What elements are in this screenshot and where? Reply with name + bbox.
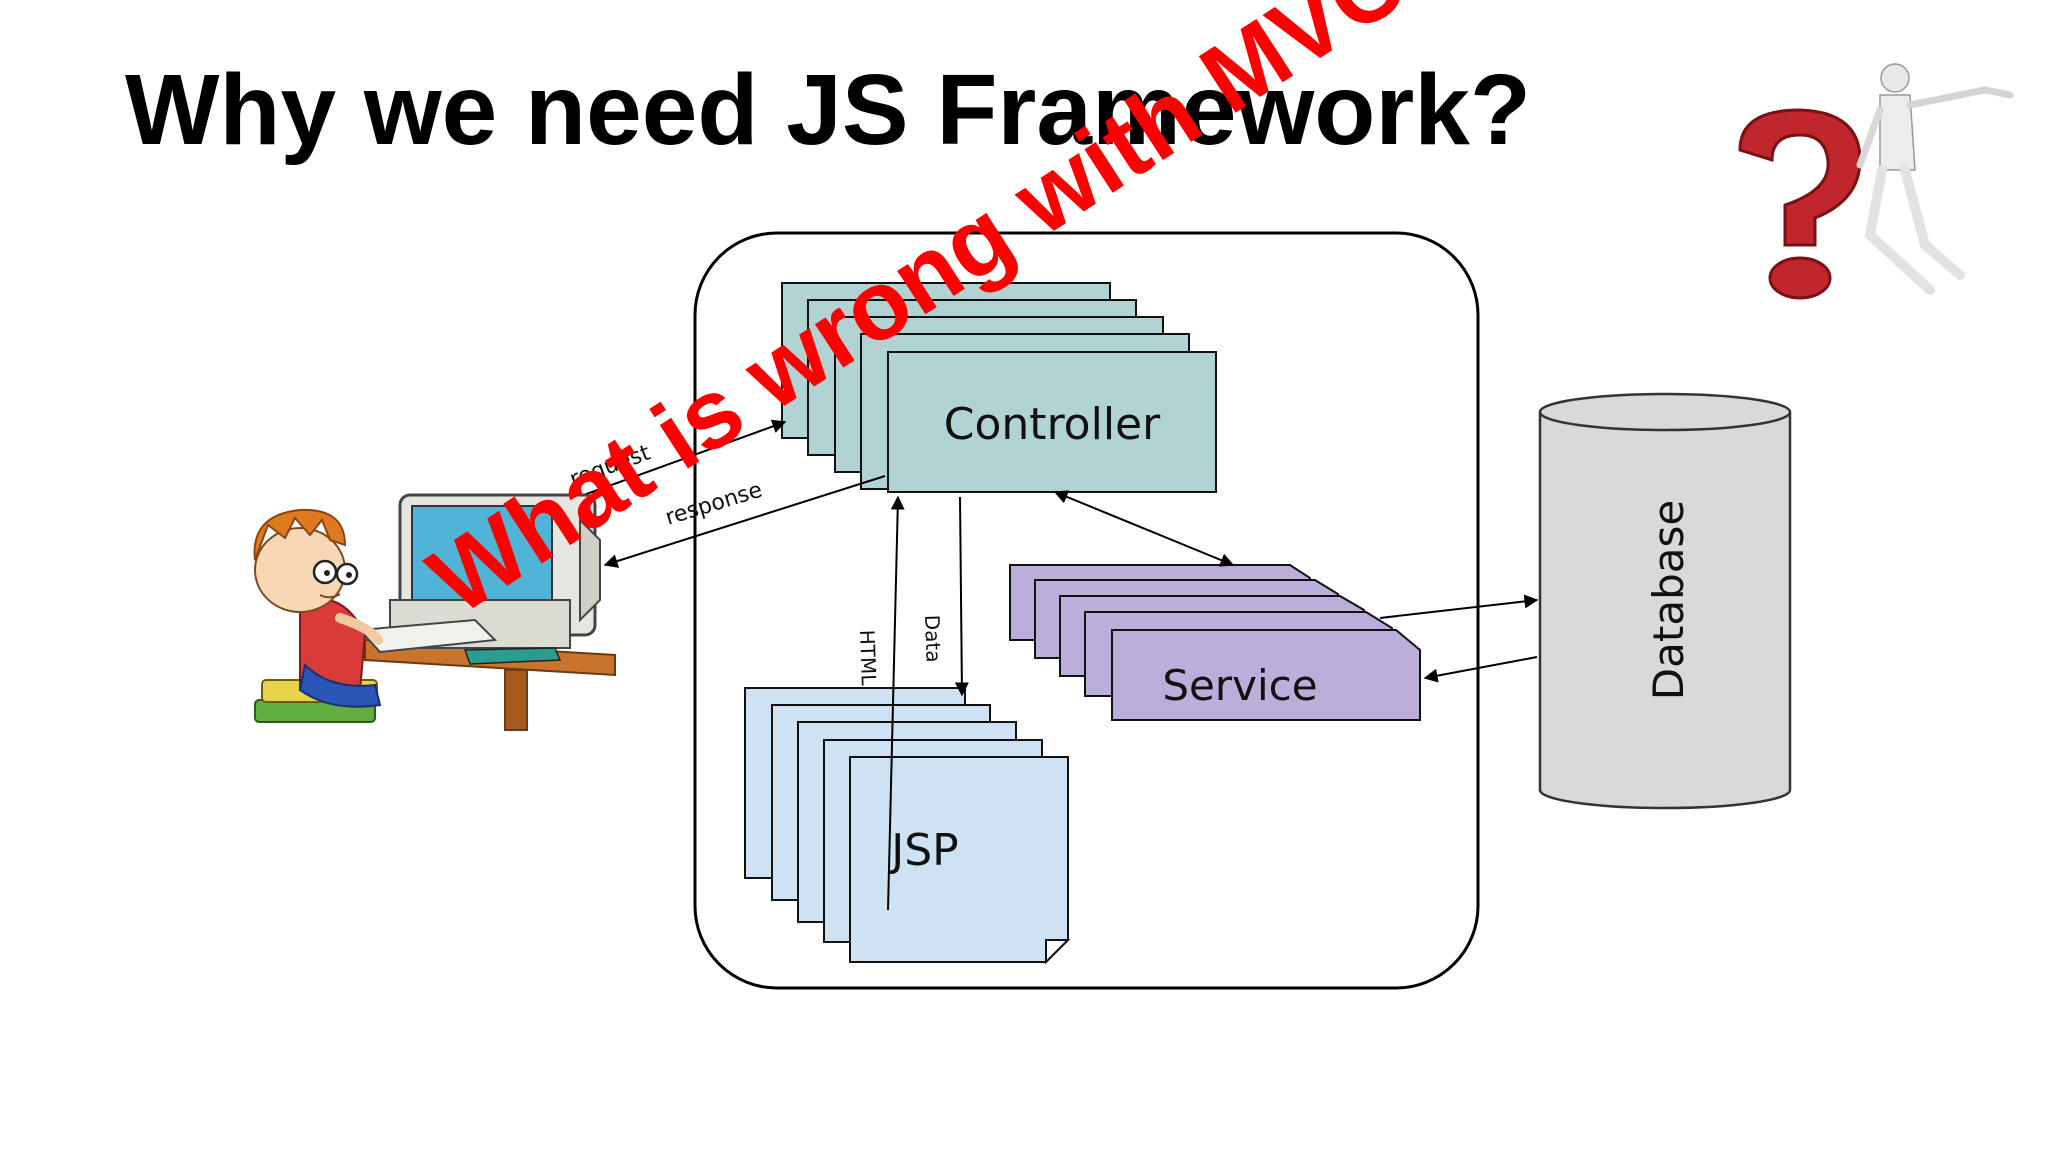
service-stack: Service bbox=[1009, 564, 1421, 721]
jsp-label: JSP bbox=[888, 825, 958, 876]
service-label: Service bbox=[1162, 661, 1317, 710]
response-arrow bbox=[603, 475, 886, 568]
html-label: HTML bbox=[855, 629, 881, 686]
application-container bbox=[693, 231, 1480, 990]
controller-label: Controller bbox=[944, 399, 1161, 450]
controller-box bbox=[887, 351, 1217, 493]
data-label: Data bbox=[920, 614, 946, 663]
controller-service-arrow bbox=[1053, 490, 1235, 567]
database-cylinder: Database bbox=[1538, 392, 1792, 810]
person-at-computer-icon bbox=[253, 493, 616, 731]
service-to-database-arrow bbox=[1379, 594, 1539, 619]
data-arrow bbox=[954, 496, 969, 697]
jsp-box bbox=[849, 756, 1069, 963]
database-label: Database bbox=[1644, 500, 1693, 700]
html-arrow bbox=[887, 495, 905, 911]
slide-title: Why we need JS Framework? bbox=[125, 54, 1531, 166]
jsp-stack: JSP bbox=[744, 687, 1071, 965]
question-mark-figure-icon bbox=[1738, 63, 2014, 300]
service-box bbox=[1111, 629, 1421, 721]
controller-stack: Controller bbox=[781, 282, 1217, 493]
request-arrow bbox=[569, 419, 787, 501]
database-to-service-arrow bbox=[1423, 656, 1538, 683]
flow-arrows bbox=[569, 419, 1539, 911]
